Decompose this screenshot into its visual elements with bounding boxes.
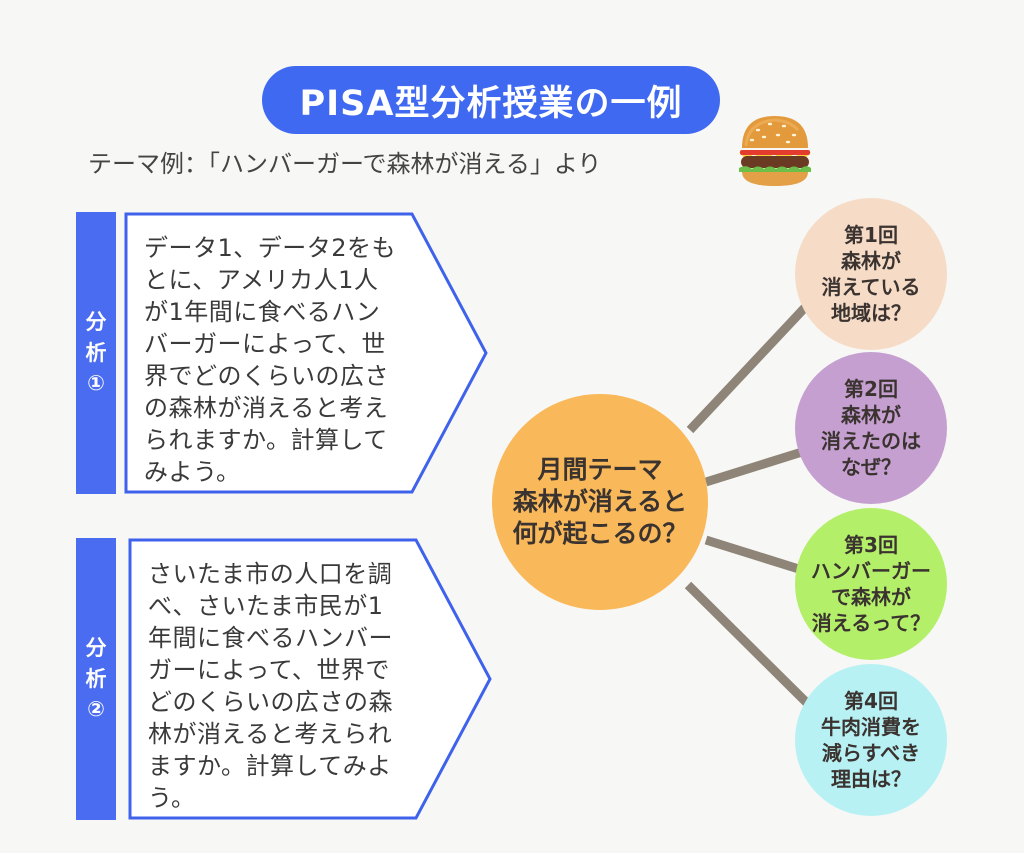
text-line: 林が消えると考えられ — [148, 720, 393, 748]
connector-2 — [704, 447, 804, 487]
connector-4 — [684, 581, 816, 712]
node-line: 減らすべき — [821, 741, 921, 765]
page-title: PISA型分析授業の一例 — [299, 83, 683, 124]
text-line: みよう。 — [144, 458, 241, 486]
text-line: さいたま市の人口を調 — [148, 560, 393, 588]
text-line: べ、さいたま市民が1 — [148, 592, 384, 620]
text-line: の森林が消えると考え — [144, 394, 389, 422]
theme-subtitle: テーマ例：「ハンバーガーで森林が消える」より — [88, 150, 602, 178]
arrow-shape — [124, 212, 488, 494]
center-line: 森林が消えると — [512, 487, 688, 516]
text-line: どのくらいの広さの森 — [148, 688, 393, 716]
connector-3 — [704, 535, 804, 575]
text-line: が1年間に食べるハン — [144, 298, 381, 326]
node-line: なぜ？ — [841, 455, 901, 479]
tab-char: 分 — [85, 310, 107, 335]
analysis-1-tab: 分 析 ① — [76, 212, 116, 494]
monthly-theme-circle: 月間テーマ 森林が消えると 何が起こるの？ — [492, 394, 708, 610]
node-line: 第2回 — [844, 377, 898, 401]
tab-char: 析 — [85, 340, 107, 365]
text-line: バーガーによって、世 — [144, 330, 386, 358]
node-line: 第4回 — [844, 689, 898, 713]
node-line: 森林が — [841, 249, 901, 273]
title-banner: PISA型分析授業の一例 — [262, 66, 720, 134]
analysis-1-text: データ1、データ2をも とに、アメリカ人1人 が1年間に食べるハン バーガーによ… — [144, 232, 406, 488]
hamburger-icon — [739, 116, 811, 186]
node-line: 消えたのは — [821, 429, 921, 453]
node-line: 地域は？ — [831, 301, 911, 325]
center-line: 月間テーマ — [537, 455, 663, 484]
text-line: ますか。計算してみよ — [148, 752, 392, 780]
analysis-2-box: さいたま市の人口を調 べ、さいたま市民が1 年間に食べるハンバー ガーによって、… — [128, 538, 494, 820]
tab-char: 分 — [85, 636, 107, 661]
analysis-1-box: データ1、データ2をも とに、アメリカ人1人 が1年間に食べるハン バーガーによ… — [124, 212, 490, 494]
node-line: 消えるって？ — [811, 611, 931, 635]
tab-char: ② — [87, 697, 105, 722]
session-4-circle: 第4回 牛肉消費を 減らすべき 理由は？ — [795, 664, 947, 816]
node-line: 森林が — [841, 403, 901, 427]
node-line: で森林が — [831, 585, 911, 609]
text-line: 界でどのくらいの広さ — [144, 362, 389, 390]
node-line: 消えている — [821, 275, 921, 299]
session-1-circle: 第1回 森林が 消えている 地域は？ — [795, 198, 947, 350]
node-line: 第1回 — [844, 223, 898, 247]
text-line: とに、アメリカ人1人 — [144, 266, 379, 294]
node-line: ハンバーガー — [811, 559, 931, 583]
text-line: 年間に食べるハンバー — [148, 624, 393, 652]
text-line: ガーによって、世界で — [148, 656, 390, 684]
text-line: られますか。計算して — [144, 426, 388, 454]
text-line: う。 — [148, 784, 196, 812]
node-line: 牛肉消費を — [821, 715, 921, 739]
analysis-2-text: さいたま市の人口を調 べ、さいたま市民が1 年間に食べるハンバー ガーによって、… — [148, 558, 410, 814]
connector-1 — [686, 296, 816, 434]
text-line: データ1、データ2をも — [144, 234, 397, 262]
tab-char: ① — [87, 371, 105, 396]
node-line: 第3回 — [844, 533, 898, 557]
session-3-circle: 第3回 ハンバーガー で森林が 消えるって？ — [795, 508, 947, 660]
arrow-shape — [128, 538, 492, 820]
tab-char: 析 — [85, 666, 107, 691]
session-2-circle: 第2回 森林が 消えたのは なぜ？ — [795, 352, 947, 504]
analysis-2-tab: 分 析 ② — [76, 538, 116, 820]
node-line: 理由は？ — [831, 767, 911, 791]
center-line: 何が起こるの？ — [512, 519, 688, 548]
